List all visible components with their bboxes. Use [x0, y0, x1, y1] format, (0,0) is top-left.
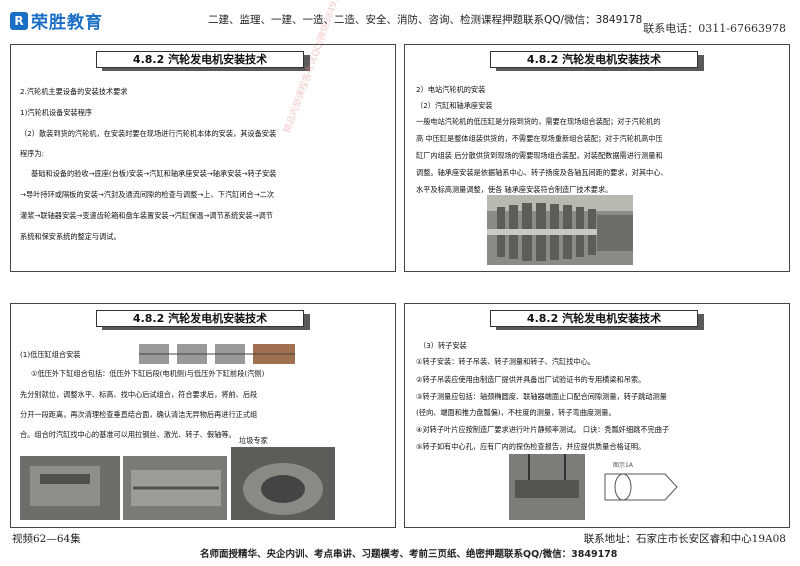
slide-title-frame: 4.8.2 汽轮发电机安装技术 [96, 51, 310, 71]
slide-panel-3: 4.8.2 汽轮发电机安装技术 (1)低压缸组合安装 ①低压外下缸组合包括：低压… [10, 303, 396, 528]
panel-text-line: 合。组合时汽缸找中心的基准可以用拉钢丝、激光、转子、假轴等。 [20, 430, 236, 439]
slide-panel-2: 4.8.2 汽轮发电机安装技术 2）电站汽轮机的安装 （2）汽缸和轴承座安装 一… [404, 44, 790, 272]
footer-contact-banner: 名师面授精华、央企内训、考点串讲、习题模考、考前三页纸、绝密押题联系QQ/微信：… [200, 549, 618, 560]
panel-text-line: 1)汽轮机设备安装程序 [20, 108, 93, 117]
panel-text-line: 系统和保安系统的整定与调试。 [20, 232, 121, 241]
header-phone: 联系电话：0311-67663978 [643, 22, 786, 35]
panel-text-line: ③转子测量应包括：轴颈椭圆度、联轴器端面止口配合间隙测量，转子跳动测量 [416, 392, 667, 401]
panel-text-line: ①低压外下缸组合包括：低压外下缸后段(电机侧)与低压外下缸前段(汽侧) [31, 369, 265, 378]
low-pressure-casing-diagram [139, 344, 295, 364]
panel-text-line: (径向、端面和推力盘瓢偏)，不柱度的测量，转子弯曲度测量。 [416, 408, 616, 417]
panel-text-line: 基础和设备的验收→底座(台板)安装→汽缸和轴承座安装→轴承安装→转子安装 [31, 169, 277, 178]
slide-title: 4.8.2 汽轮发电机安装技术 [96, 310, 304, 327]
slide-title: 4.8.2 汽轮发电机安装技术 [490, 51, 698, 68]
panel-text-line: 高 中压缸是整体组装供货的，不需要在现场重新组合装配；对于汽轮机高中压 [416, 134, 663, 143]
panel-text-line: 2.汽轮机主要设备的安装技术要求 [20, 87, 128, 96]
slide-title: 4.8.2 汽轮发电机安装技术 [490, 310, 698, 327]
diagram-label: 图示1A [613, 462, 633, 469]
panel-text-line: ②转子吊装应使用由制造厂提供并具备出厂试验证书的专用横梁和吊索。 [416, 375, 646, 384]
rotor-lifting-photo [509, 454, 585, 520]
panel-text-line: ①转子安装：转子吊装、转子测量和转子、汽缸找中心。 [416, 357, 595, 366]
slide-title-frame: 4.8.2 汽轮发电机安装技术 [96, 310, 310, 330]
logo-text: 荣胜教育 [31, 13, 103, 33]
slide-panel-4: 4.8.2 汽轮发电机安装技术 （3）转子安装 ①转子安装：转子吊装、转子测量和… [404, 303, 790, 528]
panel-text-line: 一般电站汽轮机的低压缸是分段到货的，需要在现场组合装配；对于汽轮机的 [416, 117, 661, 126]
rotor-measurement-diagram [595, 454, 687, 520]
slide-title-frame: 4.8.2 汽轮发电机安装技术 [490, 51, 704, 71]
panel-text-line: →导叶持环或隔板的安装→汽封及通流间隙的检查与调整→上、下汽缸闭合→二次 [20, 190, 275, 199]
footer-address: 联系地址：石家庄市长安区睿和中心19A08 [583, 533, 786, 545]
slide-title: 4.8.2 汽轮发电机安装技术 [96, 51, 304, 68]
header-courses-text: 二建、监理、一建、一造、二造、安全、消防、咨询、检测课程押题联系QQ/微信：38… [208, 14, 643, 26]
panel-text-line: 调整。轴承座安装是依据轴系中心、转子扬度及各轴瓦间距的要求，对其中心、 [416, 168, 668, 177]
casing-assembly-photo-2 [123, 456, 227, 520]
panel-text-line: 程序为: [20, 149, 44, 158]
footer-video-range: 视频62—64集 [12, 533, 81, 545]
panel-text-line: (1)低压缸组合安装 [20, 350, 81, 359]
panel-text-line: 2）电站汽轮机的安装 [416, 85, 486, 94]
panel-text-line: 缸厂内组装 后分散供货到现场的需要现场组合装配，对装配数据需进行测量和 [416, 151, 663, 160]
logo-mark-icon: R [10, 11, 28, 30]
panel-text-line: （2）散装到货的汽轮机，在安装时要在现场进行汽轮机本体的安装，其设备安装 [20, 129, 277, 138]
turbine-rotor-photo [487, 195, 633, 265]
casing-assembly-photo-3 [231, 447, 335, 520]
panel-text-line: （2）汽缸和轴承座安装 [416, 101, 493, 110]
casing-assembly-photo-1 [20, 456, 120, 520]
photo-caption: 垃圾专家 [239, 436, 268, 445]
panel-text-line: ⑤转子如有中心孔，应有厂内的探伤检查报告，并应提供质量合格证明。 [416, 442, 646, 451]
panel-text-line: 先分别就位，调整水平、标高、找中心后试组合，符合要求后，将前、后段 [20, 390, 258, 399]
slide-panel-1: 4.8.2 汽轮发电机安装技术 2.汽轮机主要设备的安装技术要求 1)汽轮机设备… [10, 44, 396, 272]
slide-title-frame: 4.8.2 汽轮发电机安装技术 [490, 310, 704, 330]
panel-text-line: 水平及标高测量调整，使各 轴承座安装符合制造厂技术要求。 [416, 185, 613, 194]
panel-text-line: ④对转子叶片应按制造厂要求进行叶片静频率测试。 口诀：秃瓢奸细跳不完曲子 [416, 425, 670, 434]
panel-text-line: 灌浆→联轴器安装→变速齿轮箱和盘车装置安装→汽缸保温→调节系统安装→调节 [20, 211, 273, 220]
logo: R 荣胜教育 [10, 8, 103, 33]
panel-text-line: （3）转子安装 [419, 341, 467, 350]
panel-text-line: 分开一段距离，再次清理检查垂直结合面，确认清洁无异物后再进行正式组 [20, 410, 258, 419]
